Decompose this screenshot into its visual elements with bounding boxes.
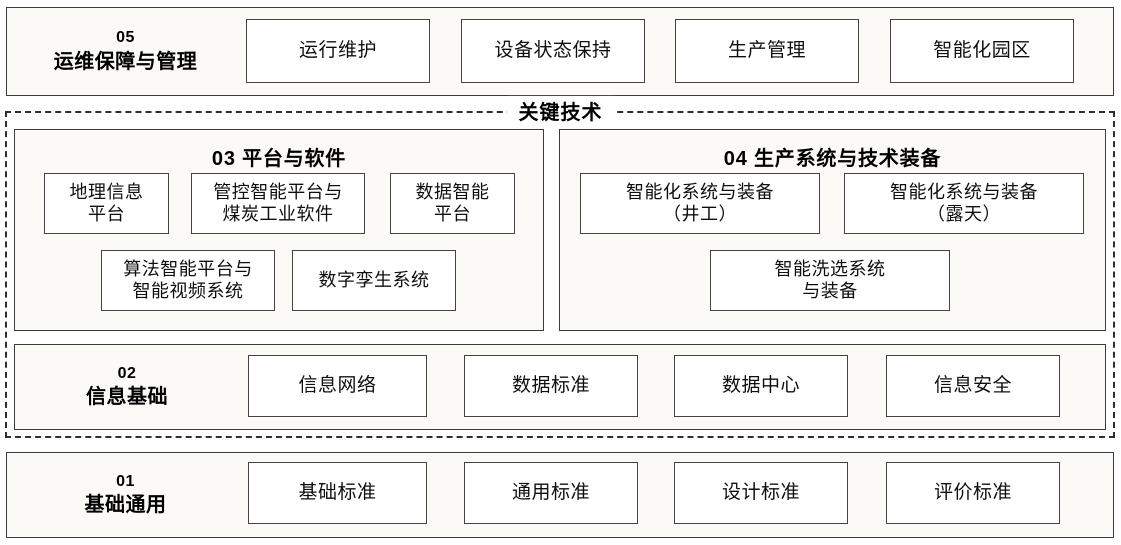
row-05-name: 运维保障与管理 <box>53 50 198 73</box>
group-03-title: 03 平台与软件 <box>211 148 347 170</box>
group-04-item-1[interactable]: 智能化系统与装备 （井工） <box>580 173 820 234</box>
group-03-item-2[interactable]: 管控智能平台与 煤炭工业软件 <box>191 173 365 234</box>
row-05-item-2[interactable]: 设备状态保持 <box>461 19 645 83</box>
row-02-name: 信息基础 <box>86 386 168 409</box>
row-01-name: 基础通用 <box>84 494 167 517</box>
group-04-title: 04 生产系统与技术装备 <box>723 148 942 170</box>
row-02-item-2[interactable]: 数据标准 <box>464 355 638 417</box>
row-01-number: 01 <box>116 472 135 490</box>
row-05-item-1[interactable]: 运行维护 <box>246 19 430 83</box>
row-02-item-4[interactable]: 信息安全 <box>886 355 1060 417</box>
row-05-item-4[interactable]: 智能化园区 <box>890 19 1074 83</box>
group-03-item-3[interactable]: 数据智能 平台 <box>390 173 515 234</box>
row-01-item-2[interactable]: 通用标准 <box>464 462 638 524</box>
row-02-item-1[interactable]: 信息网络 <box>248 355 427 417</box>
row-05-item-3[interactable]: 生产管理 <box>675 19 859 83</box>
row-02-item-3[interactable]: 数据中心 <box>674 355 848 417</box>
row-05-number: 05 <box>116 29 135 47</box>
group-04-item-2[interactable]: 智能化系统与装备 （露天） <box>844 173 1084 234</box>
row-02-stage-label: 02 信息基础 <box>22 344 232 430</box>
group-03-item-5[interactable]: 数字孪生系统 <box>292 250 456 311</box>
row-01-stage-label: 01 基础通用 <box>18 452 233 538</box>
group-03-item-4[interactable]: 算法智能平台与 智能视频系统 <box>101 250 275 311</box>
row-01-item-4[interactable]: 评价标准 <box>886 462 1060 524</box>
row-02-number: 02 <box>117 364 137 382</box>
row-01-item-3[interactable]: 设计标准 <box>674 462 848 524</box>
group-03-item-1[interactable]: 地理信息 平台 <box>44 173 169 234</box>
row-05-stage-label: 05 运维保障与管理 <box>18 7 233 96</box>
key-technology-label: 关键技术 <box>506 95 615 125</box>
group-04-item-3[interactable]: 智能洗选系统 与装备 <box>710 250 950 311</box>
row-01-item-1[interactable]: 基础标准 <box>248 462 427 524</box>
